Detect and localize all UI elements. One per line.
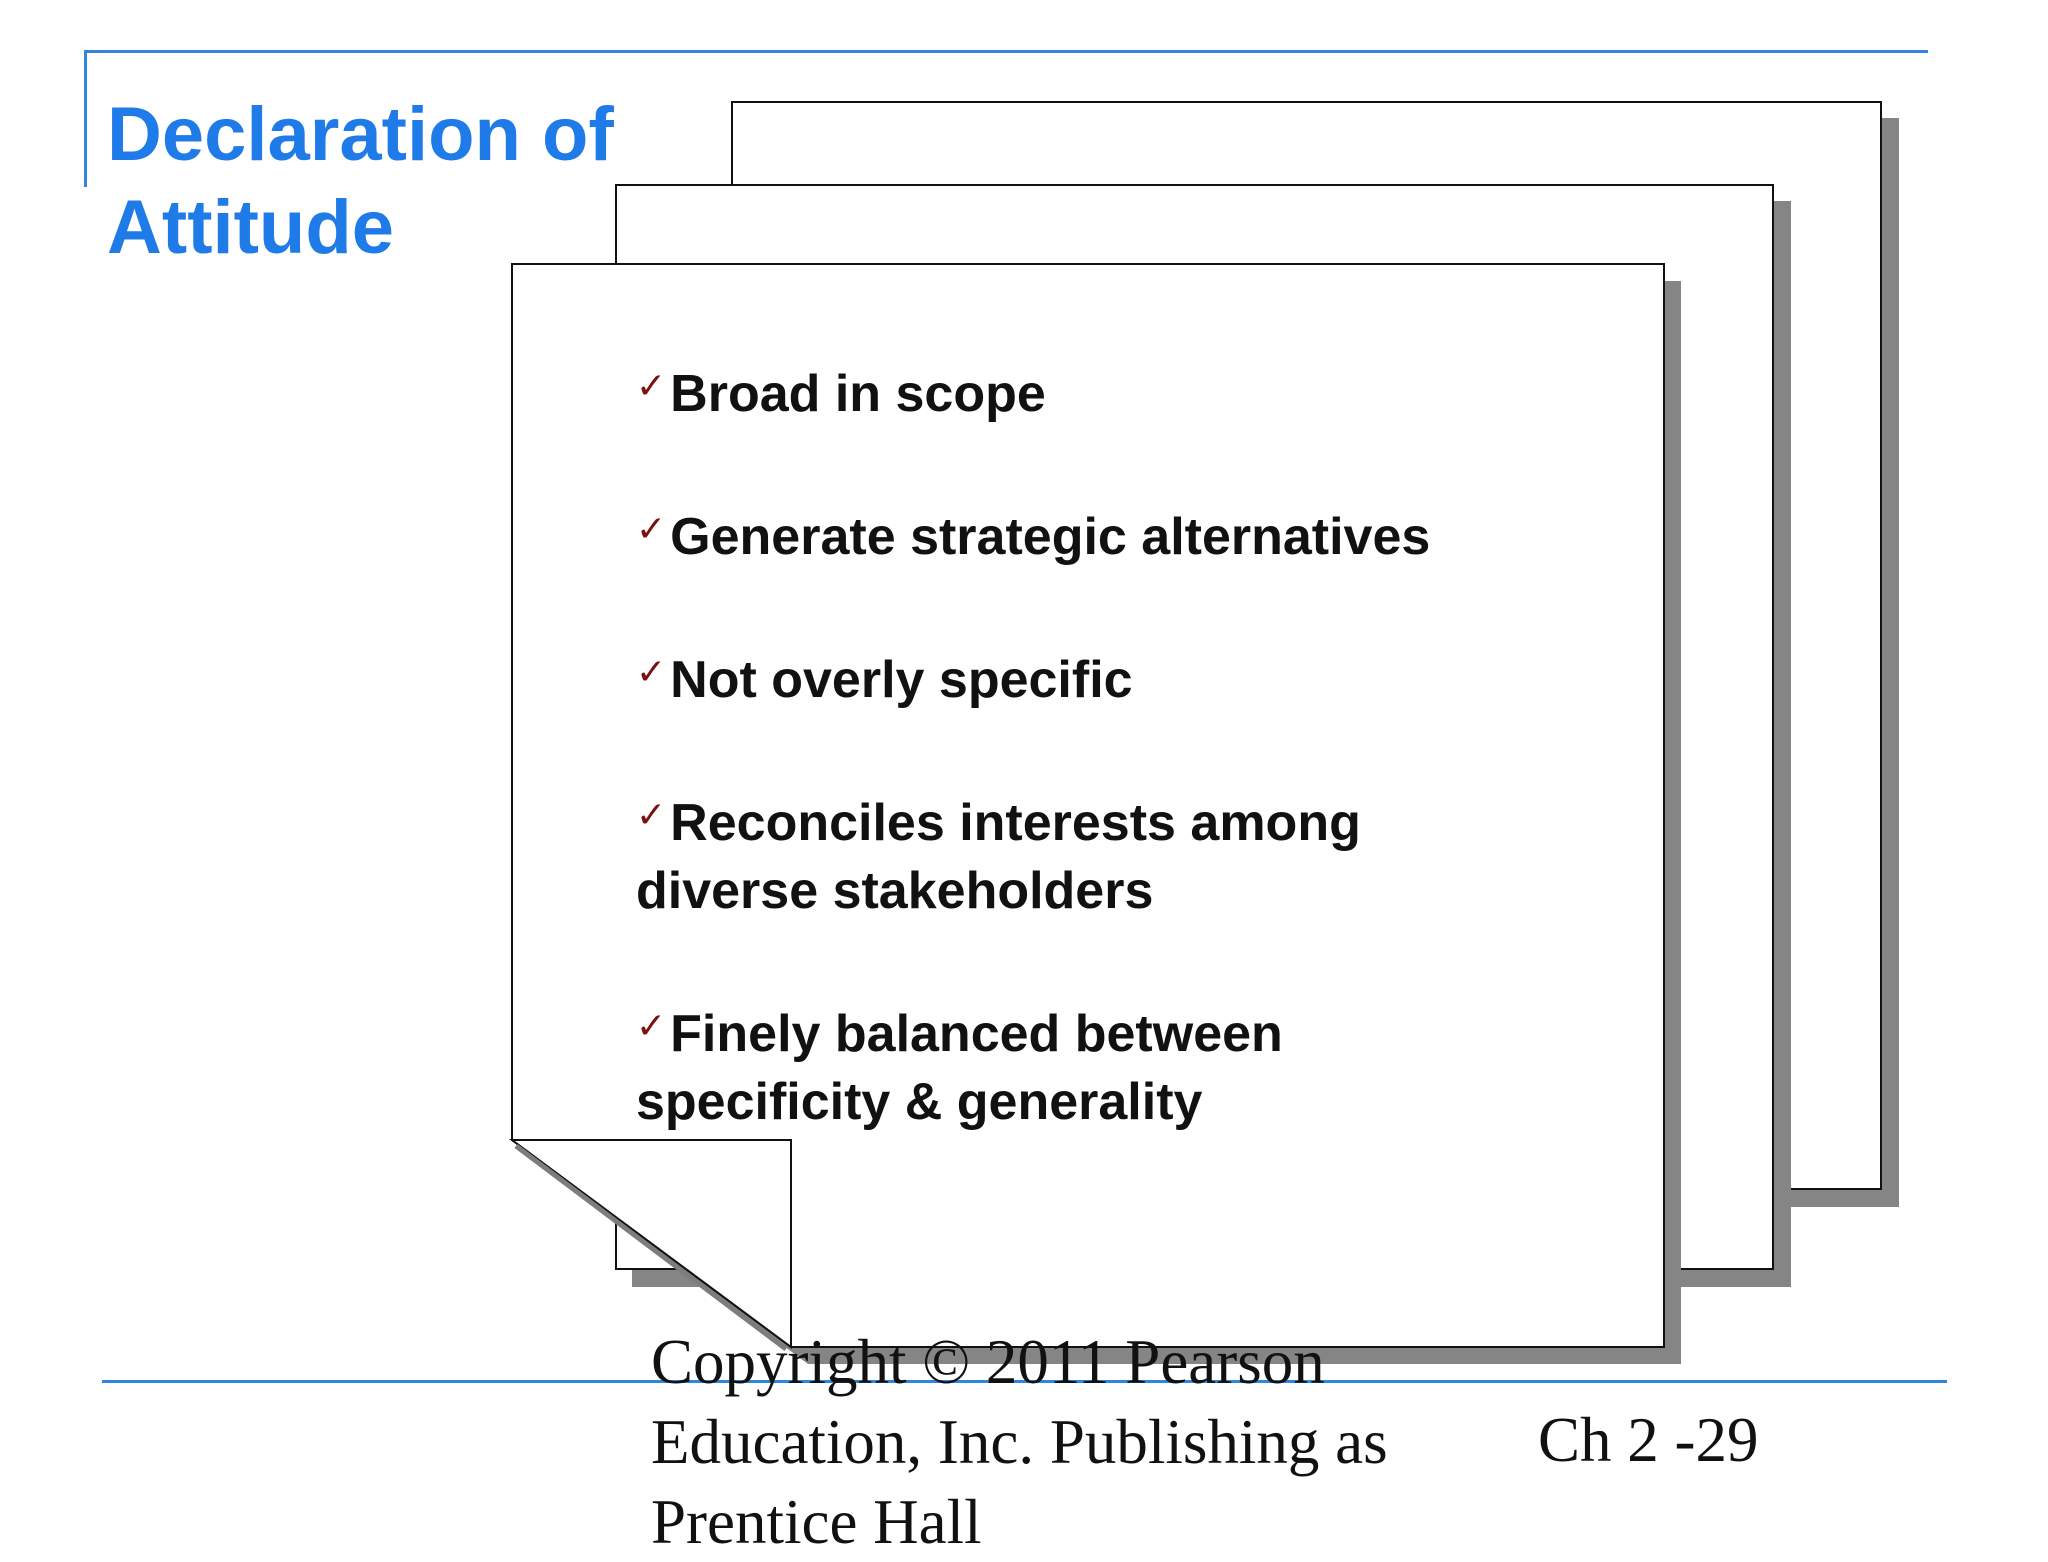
bullet-list: ✓Broad in scope ✓Generate strategic alte… xyxy=(636,353,1516,1204)
bullet-text: Broad in scope xyxy=(670,365,1046,423)
bullet-item: ✓Generate strategic alternatives xyxy=(636,496,1516,571)
bullet-item: ✓Finely balanced between specificity & g… xyxy=(636,993,1516,1136)
front-page-outline xyxy=(511,263,1665,1348)
bullet-item: ✓Not overly specific xyxy=(636,639,1516,714)
bullet-item: ✓Reconciles interests among diverse stak… xyxy=(636,782,1516,925)
footer-page-number: Ch 2 -29 xyxy=(1538,1405,1759,1475)
bullet-text: Finely balanced between specificity & ge… xyxy=(636,1005,1283,1131)
page-curl-shadow-line xyxy=(514,1144,788,1351)
checkmark-icon: ✓ xyxy=(636,1006,667,1047)
bottom-rule xyxy=(102,1380,1947,1383)
left-rule xyxy=(84,50,87,187)
page-curl-fold xyxy=(508,1139,792,1349)
bullet-text: Generate strategic alternatives xyxy=(670,508,1431,566)
checkmark-icon: ✓ xyxy=(636,509,667,550)
checkmark-icon: ✓ xyxy=(636,795,667,836)
footer-copyright: Copyright © 2011 Pearson Education, Inc.… xyxy=(651,1327,1388,1557)
bullet-text: Not overly specific xyxy=(670,651,1133,709)
checkmark-icon: ✓ xyxy=(636,652,667,693)
bullet-text: Reconciles interests among diverse stake… xyxy=(636,794,1361,920)
bullet-item: ✓Broad in scope xyxy=(636,353,1516,428)
top-rule xyxy=(84,50,1928,53)
slide-title: Declaration of Attitude xyxy=(107,92,614,270)
checkmark-icon: ✓ xyxy=(636,366,667,407)
